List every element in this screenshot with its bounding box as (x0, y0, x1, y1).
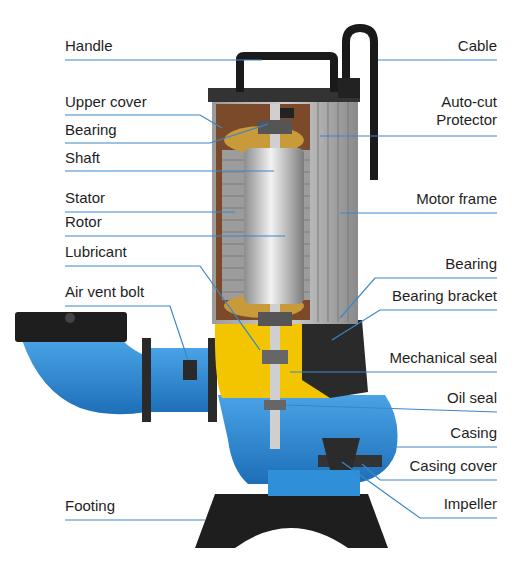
part-label: Cable (458, 37, 497, 55)
part-label: Stator (65, 189, 105, 207)
part-label: Air vent bolt (65, 283, 144, 301)
part-label: Shaft (65, 149, 100, 167)
part-label: Casing (450, 424, 497, 442)
part-label: Lubricant (65, 243, 127, 261)
part-label: Motor frame (416, 190, 497, 208)
part-label: Footing (65, 497, 115, 515)
part-label: Impeller (444, 495, 497, 513)
part-label: Bearing bracket (392, 287, 497, 305)
part-label: Upper cover (65, 93, 147, 111)
part-label: Bearing (445, 255, 497, 273)
part-label: Bearing (65, 121, 117, 139)
part-label: Oil seal (447, 389, 497, 407)
part-label: Casing cover (409, 457, 497, 475)
part-label: Rotor (65, 213, 102, 231)
part-label: Handle (65, 37, 113, 55)
leader-lines (65, 60, 497, 520)
part-label: Mechanical seal (389, 349, 497, 367)
part-label: Auto-cut Protector (405, 93, 497, 129)
